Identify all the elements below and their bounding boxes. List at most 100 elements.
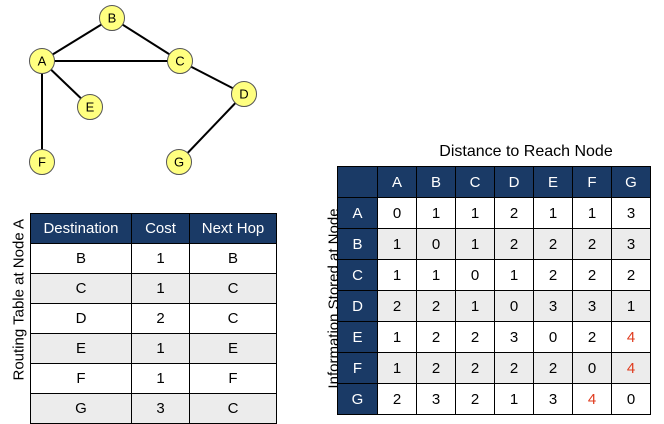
distance-cell: 3 — [611, 228, 651, 260]
distance-cell: 1 — [416, 259, 456, 291]
distance-cell: 4 — [572, 383, 612, 415]
distance-cell: 3 — [572, 290, 612, 322]
cost-cell: 1 — [131, 363, 190, 394]
routing-header-destination: Destination — [30, 213, 132, 244]
distance-header-corner — [337, 166, 378, 198]
distance-row-header: G — [337, 383, 378, 415]
distance-row-header: E — [337, 321, 378, 353]
cost-cell: 1 — [131, 273, 190, 304]
distance-cell: 2 — [533, 352, 573, 384]
distance-cell: 2 — [455, 352, 495, 384]
distance-cell: 1 — [572, 197, 612, 229]
node-circle — [231, 81, 257, 107]
distance-cell: 3 — [416, 383, 456, 415]
distance-cell: 4 — [611, 321, 651, 353]
distance-cell: 1 — [494, 383, 534, 415]
distance-cell: 2 — [455, 321, 495, 353]
distance-cell: 2 — [572, 321, 612, 353]
node-circle — [99, 5, 125, 31]
distance-cell: 0 — [572, 352, 612, 384]
node-circle — [77, 94, 103, 120]
next-hop-cell: C — [189, 303, 277, 334]
distance-cell: 1 — [377, 259, 417, 291]
distance-cell: 1 — [377, 228, 417, 260]
edge-b-c — [111, 17, 181, 62]
distance-cell: 2 — [494, 228, 534, 260]
node-label: B — [108, 11, 117, 26]
distance-cell: 2 — [533, 259, 573, 291]
node-circle — [166, 149, 192, 175]
distance-column-header: F — [572, 166, 612, 198]
distance-cell: 2 — [611, 259, 651, 291]
distance-cell: 2 — [416, 321, 456, 353]
node-label: F — [38, 155, 46, 170]
distance-cell: 1 — [416, 197, 456, 229]
distance-cell: 1 — [377, 321, 417, 353]
distance-cell: 0 — [494, 290, 534, 322]
destination-cell: D — [30, 303, 132, 334]
node-a: A — [29, 48, 55, 74]
node-e: E — [77, 94, 103, 120]
destination-cell: E — [30, 333, 132, 364]
node-label: E — [86, 100, 95, 115]
distance-cell: 1 — [455, 197, 495, 229]
distance-cell: 3 — [533, 290, 573, 322]
distance-row-header: C — [337, 259, 378, 291]
cost-cell: 2 — [131, 303, 190, 334]
distance-cell: 0 — [377, 197, 417, 229]
distance-row-header: A — [337, 197, 378, 229]
network-graph: A B C D E F G — [29, 5, 257, 175]
distance-cell: 2 — [377, 290, 417, 322]
distance-cell: 4 — [611, 352, 651, 384]
node-f: F — [29, 149, 55, 175]
node-circle — [167, 48, 193, 74]
destination-cell: C — [30, 273, 132, 304]
distance-cell: 2 — [533, 228, 573, 260]
distance-cell: 0 — [611, 383, 651, 415]
distance-cell: 1 — [455, 228, 495, 260]
distance-cell: 2 — [416, 352, 456, 384]
cost-cell: 1 — [131, 243, 190, 274]
routing-header-cost: Cost — [131, 213, 190, 244]
next-hop-cell: F — [189, 363, 277, 394]
routing-header-next-hop: Next Hop — [189, 213, 277, 244]
node-circle — [29, 149, 55, 175]
distance-column-header: D — [494, 166, 534, 198]
node-circle — [29, 48, 55, 74]
distance-row-header: B — [337, 228, 378, 260]
distance-table-title: Distance to Reach Node — [439, 143, 613, 160]
next-hop-cell: B — [189, 243, 277, 274]
distance-column-header: B — [416, 166, 456, 198]
distance-row-header: F — [337, 352, 378, 384]
distance-cell: 2 — [416, 290, 456, 322]
distance-cell: 2 — [494, 352, 534, 384]
node-label: G — [174, 155, 184, 170]
distance-cell: 1 — [377, 352, 417, 384]
node-g: G — [166, 149, 192, 175]
next-hop-cell: E — [189, 333, 277, 364]
distance-cell: 1 — [611, 290, 651, 322]
routing-header-row: Destination Cost Next Hop — [30, 213, 277, 244]
distance-cell: 0 — [416, 228, 456, 260]
distance-cell: 2 — [572, 259, 612, 291]
node-label: C — [175, 54, 184, 69]
distance-cell: 2 — [455, 383, 495, 415]
distance-cell: 0 — [455, 259, 495, 291]
node-d: D — [231, 81, 257, 107]
node-label: A — [38, 54, 47, 69]
distance-cell: 3 — [533, 383, 573, 415]
distance-column-header: A — [377, 166, 417, 198]
distance-column-header: C — [455, 166, 495, 198]
distance-cell: 2 — [572, 228, 612, 260]
